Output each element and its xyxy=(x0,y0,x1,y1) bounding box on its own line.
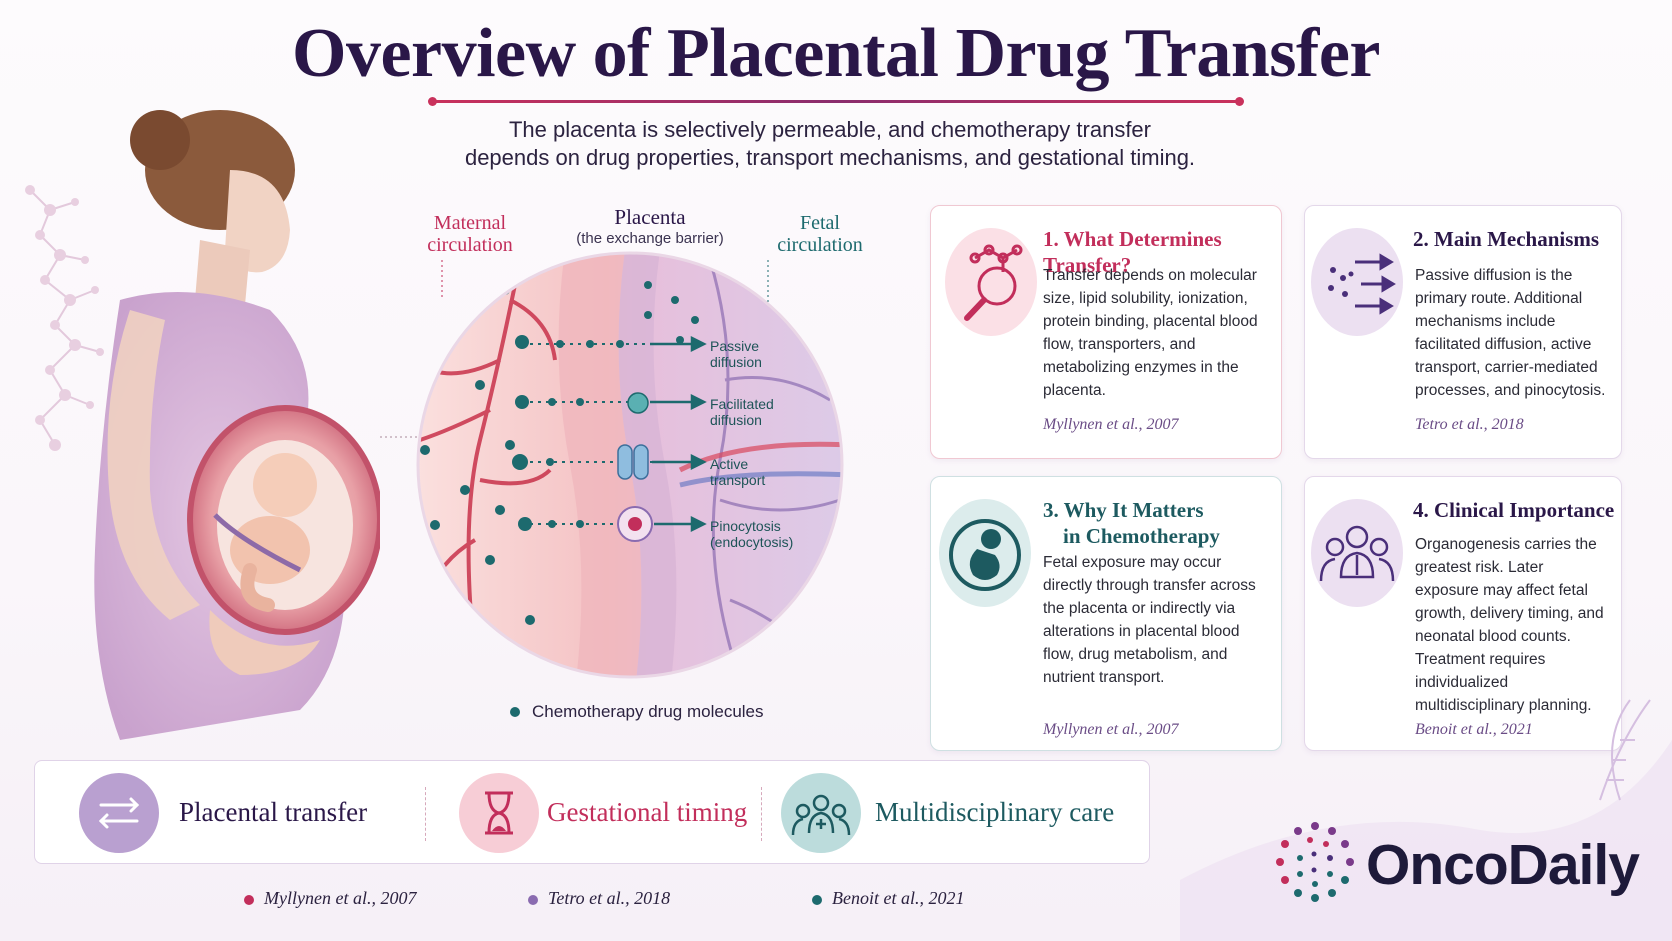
oncodaily-logo-icon xyxy=(1276,822,1354,902)
card-body: Organogenesis carries the greatest risk.… xyxy=(1415,536,1604,714)
molecule-magnifier-icon xyxy=(945,228,1037,336)
reference-2: Tetro et al., 2018 xyxy=(548,888,671,908)
fetus-icon xyxy=(939,499,1031,607)
mechanism-pinocytosis: Pinocytosis (endocytosis) xyxy=(710,518,793,550)
banner-label: Gestational timing xyxy=(547,797,748,827)
banner-label: Placental transfer xyxy=(179,797,368,827)
card-reference: Myllynen et al., 2007 xyxy=(1043,416,1179,433)
card-main-mechanisms: 2. Main Mechanisms Passive diffusion is … xyxy=(1304,205,1622,459)
card-title: 1. What Determines Transfer? xyxy=(1043,227,1222,277)
banner-item-multidisciplinary-care: Multidisciplinary care xyxy=(781,771,1141,855)
hourglass-icon xyxy=(459,773,539,853)
subtitle-line-1: The placenta is selectively permeable, a… xyxy=(508,117,1151,142)
drug-molecule-legend-label: Chemotherapy drug molecules xyxy=(532,702,764,721)
mechanism-label-line-2: diffusion xyxy=(710,354,762,370)
card-body: Passive diffusion is the primary route. … xyxy=(1415,267,1606,399)
mechanism-label-line-1: Facilitated xyxy=(710,396,774,412)
exchange-arrows-icon xyxy=(79,773,159,853)
placenta-exchange-diagram xyxy=(380,251,844,679)
card-what-determines-transfer: 1. What Determines Transfer? Transfer de… xyxy=(930,205,1282,459)
banner-item-placental-transfer: Placental transfer xyxy=(79,771,409,855)
arrows-particles-icon xyxy=(1311,228,1403,336)
mechanism-label-line-2: (endocytosis) xyxy=(710,534,794,550)
fetal-label-line-2: circulation xyxy=(777,234,863,256)
care-team-icon xyxy=(1311,499,1403,607)
maternal-label-line-1: Maternal xyxy=(433,212,507,234)
card-title: 2. Main Mechanisms xyxy=(1413,227,1600,251)
key-themes-banner: Placental transfer Gestational timing Mu… xyxy=(34,760,1150,864)
mechanism-facilitated-diffusion: Facilitated diffusion xyxy=(710,396,774,428)
subtitle: The placenta is selectively permeable, a… xyxy=(380,116,1280,172)
maternal-label-line-2: circulation xyxy=(427,234,513,256)
mechanism-label-line-2: diffusion xyxy=(710,412,762,428)
care-team-icon xyxy=(781,773,861,853)
molecule-decoration-icon xyxy=(25,185,104,451)
pregnant-woman-illustration xyxy=(94,110,380,740)
card-body: Transfer depends on molecular size, lipi… xyxy=(1043,267,1258,399)
card-body: Fetal exposure may occur directly throug… xyxy=(1043,554,1256,686)
placenta-label: Placenta (the exchange barrier) xyxy=(560,206,740,250)
oncodaily-logo-text[interactable]: OncoDaily xyxy=(1366,833,1640,897)
reference-3: Benoit et al., 2021 xyxy=(832,888,965,908)
banner-label: Multidisciplinary care xyxy=(875,797,1115,827)
mechanism-passive-diffusion: Passive diffusion xyxy=(710,338,762,370)
card-reference: Tetro et al., 2018 xyxy=(1415,416,1524,433)
fetal-circulation-label: Fetal circulation xyxy=(760,212,880,256)
card-title-line-2: in Chemotherapy xyxy=(1063,524,1220,548)
drug-molecule-legend-icon xyxy=(510,707,520,717)
page-title: Overview of Placental Drug Transfer xyxy=(292,15,1380,92)
mechanism-label-line-1: Active xyxy=(710,456,749,472)
card-clinical-importance: 4. Clinical Importance Organogenesis car… xyxy=(1304,476,1622,751)
mechanism-active-transport: Active transport xyxy=(710,456,765,488)
mechanism-label-line-1: Passive xyxy=(710,338,760,354)
fetal-label-line-1: Fetal xyxy=(800,212,840,234)
placenta-label-sub: (the exchange barrier) xyxy=(576,230,724,247)
banner-divider xyxy=(761,787,762,841)
reference-bullet xyxy=(244,895,254,905)
card-title: 4. Clinical Importance xyxy=(1413,498,1615,522)
subtitle-line-2: depends on drug properties, transport me… xyxy=(464,145,1196,170)
dna-wave-decoration-icon xyxy=(1180,699,1672,941)
banner-divider xyxy=(425,787,426,841)
reference-bullet xyxy=(528,895,538,905)
reference-bullet xyxy=(812,895,822,905)
placenta-label-title: Placenta xyxy=(614,205,686,229)
card-why-it-matters: 3. Why It Matters in Chemotherapy Fetal … xyxy=(930,476,1282,751)
mechanism-label-line-1: Pinocytosis xyxy=(710,518,781,534)
card-reference: Benoit et al., 2021 xyxy=(1415,721,1533,738)
title-divider xyxy=(428,97,1244,106)
card-reference: Myllynen et al., 2007 xyxy=(1043,721,1179,738)
reference-1: Myllynen et al., 2007 xyxy=(264,888,417,908)
card-title: 3. Why It Matters in Chemotherapy xyxy=(1043,497,1281,549)
maternal-circulation-label: Maternal circulation xyxy=(410,212,530,256)
mechanism-label-line-2: transport xyxy=(710,472,766,488)
card-title-line-1: 3. Why It Matters xyxy=(1043,498,1204,522)
banner-item-gestational-timing: Gestational timing xyxy=(459,771,749,855)
